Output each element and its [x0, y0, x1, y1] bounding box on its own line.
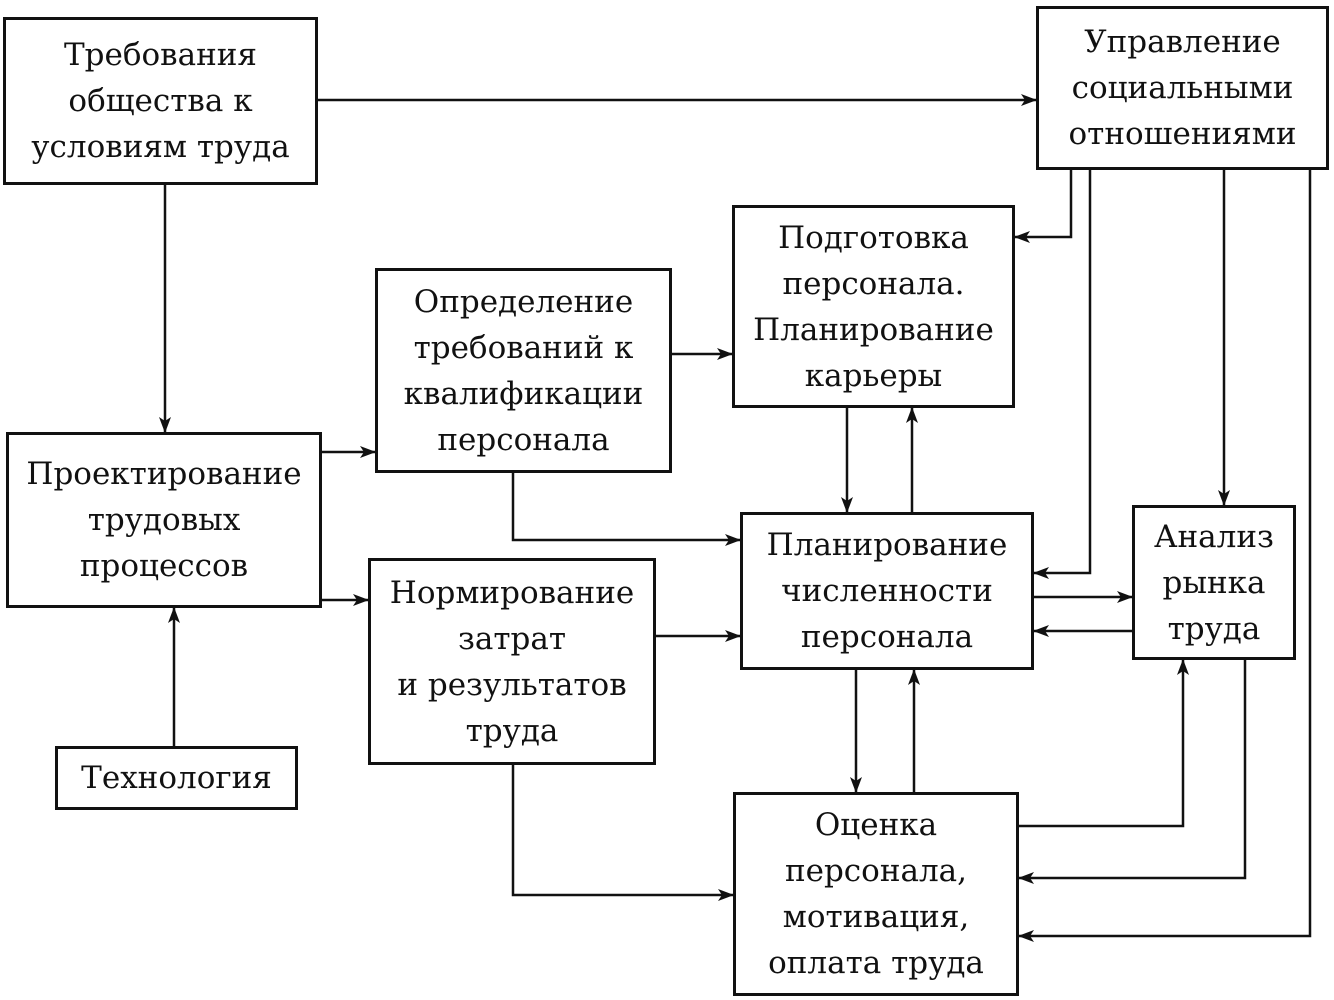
- social-relations-management-box: Управление социальными отношениями: [1036, 6, 1329, 170]
- arrow-market-to-evaluation: [1018, 660, 1247, 884]
- arrow-norming-to-evaluation: [511, 765, 734, 901]
- arrow-qualification-to-headcount: [511, 473, 741, 546]
- qualification-requirements-box: Определение требований к квалификации пе…: [375, 268, 672, 473]
- headcount-planning-box: Планирование численности персонала: [740, 512, 1034, 670]
- personnel-evaluation-box: Оценка персонала, мотивация, оплата труд…: [733, 792, 1019, 996]
- arrow-evaluation-to-market: [1019, 659, 1189, 828]
- labor-market-analysis-box: Анализ рынка труда: [1132, 505, 1296, 660]
- personnel-training-box: Подготовка персонала. Планирование карье…: [732, 205, 1015, 408]
- arrow-social-to-headcount: [1033, 170, 1092, 579]
- arrow-social-to-training: [1014, 170, 1073, 243]
- technology-box: Технология: [55, 746, 298, 810]
- society-requirements-box: Требования общества к условиям труда: [3, 17, 318, 185]
- cost-rationing-box: Нормирование затрат и результатов труда: [368, 558, 656, 765]
- arrow-social-to-evaluation: [1018, 170, 1312, 942]
- labor-process-design-box: Проектирование трудовых процессов: [6, 432, 322, 608]
